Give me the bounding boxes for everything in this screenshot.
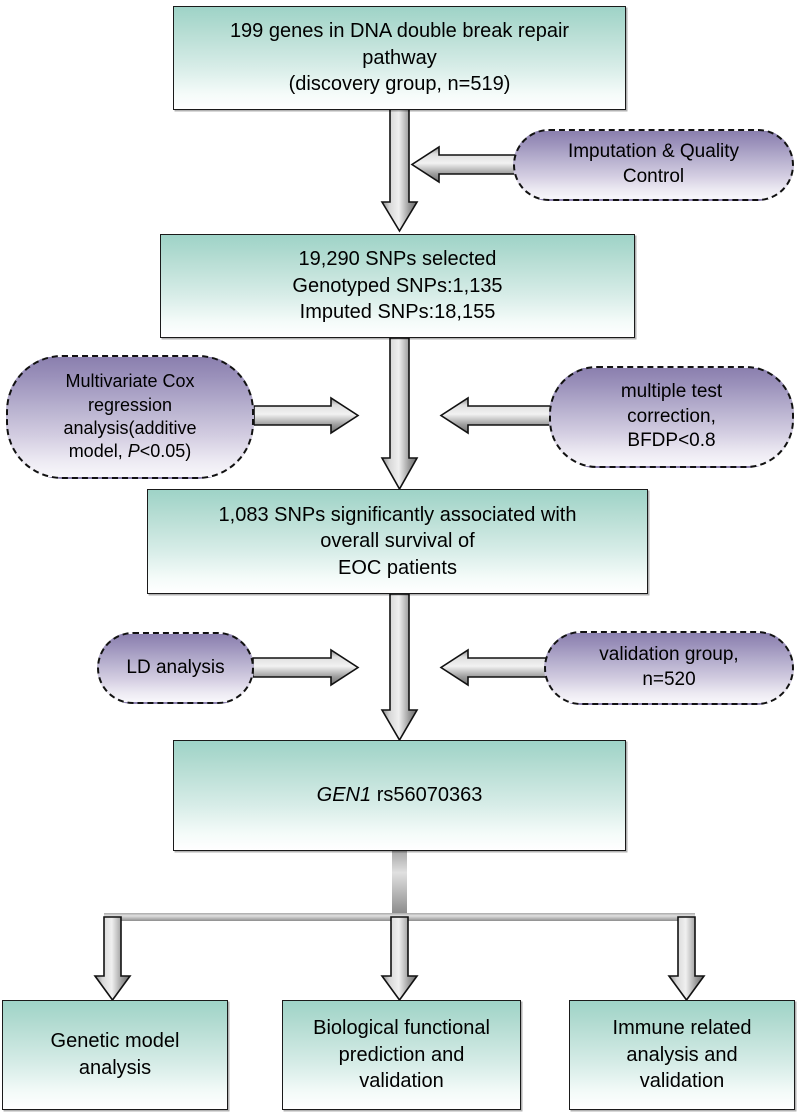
immune-related-box: Immune related analysis and validation (569, 1000, 795, 1110)
arrow-branch-center (380, 916, 419, 1002)
snps-selected-box: 19,290 SNPs selected Genotyped SNPs:1,13… (160, 234, 635, 338)
validation-group-box: validation group, n=520 (544, 631, 794, 705)
cox-regression-line-2: regression (87, 394, 173, 415)
cox-pvalue-prefix: model, (68, 441, 128, 462)
multiple-test-line-1: multiple test (620, 380, 723, 402)
genes-box-line-1: 199 genes in DNA double break repair (229, 20, 570, 43)
biological-function-line-1: Biological functional (313, 1017, 490, 1040)
arrow-branch-left (93, 916, 132, 1002)
arrow-genes-to-snps (380, 108, 419, 233)
cox-regression-box: Multivariate Cox regression analysis(add… (6, 355, 254, 479)
multiple-test-box: multiple test correction, BFDP<0.8 (549, 366, 794, 468)
multiple-test-line-3: BFDP<0.8 (627, 430, 716, 452)
snps-significant-line-1: 1,083 SNPs significantly associated with (218, 503, 577, 526)
snps-significant-line-3: EOC patients (338, 556, 457, 579)
cox-regression-line-4: model, P<0.05) (63, 440, 196, 463)
arrow-validation-to-shaft (439, 648, 547, 687)
gene-result-box: GEN1 rs56070363 (173, 740, 626, 851)
arrow-multitest-to-shaft (439, 396, 552, 435)
gene-rsid: rs56070363 (376, 784, 483, 807)
cox-regression-line-1: Multivariate Cox (65, 371, 195, 392)
snps-significant-line-2: overall survival of (320, 530, 475, 553)
validation-group-line-1: validation group, (599, 644, 739, 666)
cox-pvalue-suffix: <0.05) (139, 441, 192, 462)
validation-group-line-2: n=520 (642, 669, 696, 690)
cox-pvalue-symbol: P (127, 441, 140, 462)
imputation-qc-line-1: Imputation & Quality (567, 141, 740, 163)
arrow-snps-to-significant (380, 337, 419, 491)
imputation-qc-box: Imputation & Quality Control (513, 129, 794, 201)
immune-related-line-2: analysis and (626, 1043, 738, 1066)
gene-result-text: GEN1 rs56070363 (317, 782, 483, 809)
arrow-cox-to-shaft (253, 396, 360, 435)
arrow-significant-to-gene (380, 593, 419, 742)
snps-selected-line-3: Imputed SNPs:18,155 (299, 301, 496, 324)
multiple-test-line-2: correction, (627, 405, 716, 427)
biological-function-line-2: prediction and (338, 1043, 465, 1066)
genes-box-line-3: (discovery group, n=519) (288, 73, 511, 96)
ld-analysis-box: LD analysis (97, 632, 254, 704)
snps-selected-line-1: 19,290 SNPs selected (298, 248, 497, 271)
genetic-model-box: Genetic model analysis (2, 1000, 228, 1110)
imputation-qc-line-2: Control (622, 166, 685, 187)
cox-regression-line-3: analysis(additive (63, 418, 197, 438)
genetic-model-line-2: analysis (78, 1057, 152, 1079)
arrow-ld-to-shaft (252, 648, 360, 687)
biological-function-box: Biological functional prediction and val… (282, 1000, 521, 1110)
split-stem (392, 851, 407, 913)
genetic-model-line-1: Genetic model (50, 1030, 180, 1053)
immune-related-line-1: Immune related (612, 1017, 752, 1040)
gene-symbol: GEN1 (316, 784, 372, 807)
biological-function-line-3: validation (359, 1070, 444, 1093)
snps-significant-box: 1,083 SNPs significantly associated with… (147, 489, 648, 594)
immune-related-line-3: validation (639, 1070, 725, 1093)
genes-box-line-2: pathway (362, 46, 437, 69)
genes-box: 199 genes in DNA double break repair pat… (173, 6, 626, 110)
snps-selected-line-2: Genotyped SNPs:1,135 (292, 274, 503, 297)
ld-analysis-label: LD analysis (126, 656, 225, 678)
arrow-branch-right (667, 916, 706, 1002)
arrow-imputation-to-shaft (410, 145, 517, 184)
